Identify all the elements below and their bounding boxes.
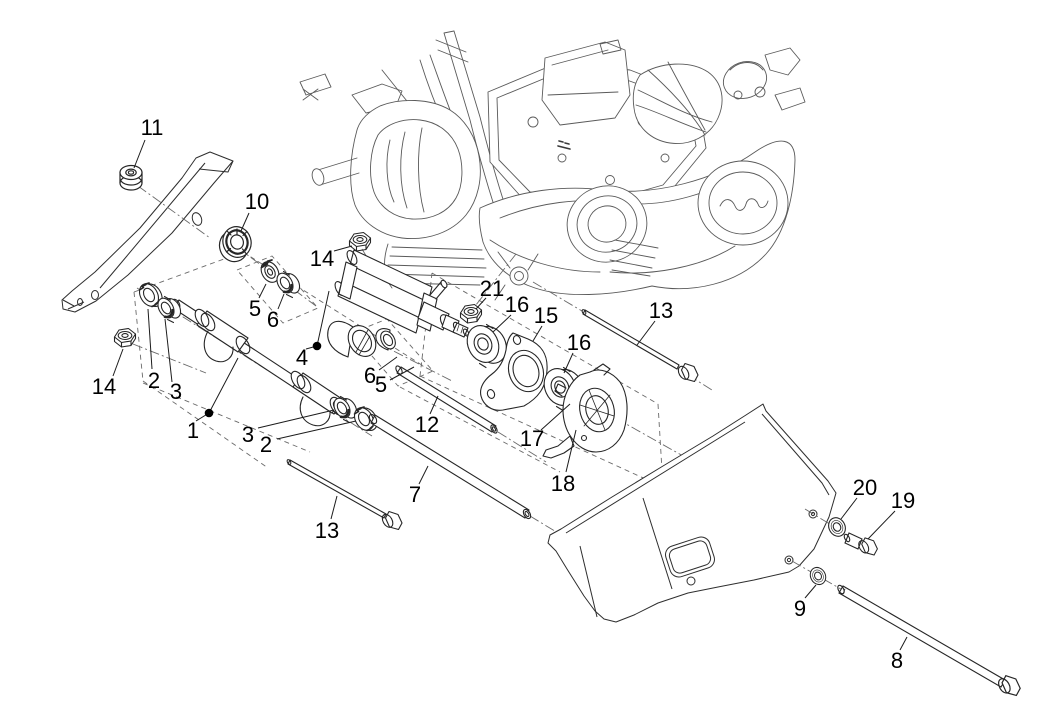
callout-leader-line	[112, 348, 124, 377]
callout-leader-line	[867, 510, 896, 540]
callout-leader-line	[195, 357, 239, 422]
callout-part-4[interactable]: 4	[296, 290, 330, 370]
callout-part-5[interactable]: 5	[375, 366, 415, 397]
callout-part-7[interactable]: 7	[409, 465, 429, 507]
callout-part-10[interactable]: 10	[240, 189, 269, 232]
callout-dot-marker	[312, 341, 322, 351]
callout-number: 2	[148, 368, 160, 393]
callout-leader-line	[389, 366, 415, 381]
callout-number: 12	[415, 412, 439, 437]
callout-number: 3	[170, 379, 182, 404]
callout-leader-line	[540, 403, 571, 431]
callout-leader-line	[804, 584, 817, 599]
callout-number: 6	[267, 307, 279, 332]
callout-part-13[interactable]: 13	[315, 495, 339, 543]
engine-illustration	[299, 30, 806, 301]
callout-leader-line	[492, 314, 512, 333]
callout-part-17[interactable]: 17	[520, 403, 571, 451]
callout-part-3[interactable]: 3	[164, 318, 182, 404]
callout-leader-line	[636, 320, 656, 346]
callout-leader-line	[147, 308, 153, 370]
callout-number: 16	[505, 292, 529, 317]
callout-part-16[interactable]: 16	[563, 330, 591, 374]
callout-leader-line	[418, 465, 429, 485]
callout-number: 7	[409, 482, 421, 507]
callout-number: 4	[296, 345, 308, 370]
callout-number: 9	[794, 596, 806, 621]
callout-leader-line	[133, 139, 146, 169]
callout-leader-line	[475, 297, 487, 310]
callout-part-6[interactable]: 6	[364, 356, 398, 388]
callout-leader-line	[840, 497, 858, 520]
callout-leader-line	[258, 283, 267, 299]
side-panel-illustration	[547, 403, 837, 623]
callout-leader-line	[277, 293, 285, 310]
callout-leader-line	[429, 395, 439, 415]
rear-fasteners	[806, 514, 1021, 697]
callout-number: 20	[853, 475, 877, 500]
callout-part-16[interactable]: 16	[492, 292, 529, 333]
callout-leader-line	[257, 409, 335, 429]
callout-leader-line	[276, 420, 357, 440]
callout-part-3[interactable]: 3	[242, 409, 335, 447]
callout-part-11[interactable]: 11	[133, 115, 164, 169]
callout-part-2[interactable]: 2	[147, 308, 160, 393]
callout-leader-line	[240, 212, 250, 232]
callout-number: 16	[567, 330, 591, 355]
callout-leader-line	[164, 318, 173, 383]
callout-part-5[interactable]: 5	[249, 283, 267, 321]
callout-part-14[interactable]: 14	[92, 348, 124, 399]
callout-part-13[interactable]: 13	[636, 298, 673, 346]
frame-bracket-illustration	[61, 151, 234, 313]
callout-number: 18	[551, 471, 575, 496]
callout-number: 1	[187, 418, 199, 443]
callout-part-2[interactable]: 2	[260, 420, 357, 457]
callout-dot-marker	[204, 408, 214, 418]
callout-part-15[interactable]: 15	[532, 303, 558, 342]
callout-part-20[interactable]: 20	[840, 475, 877, 520]
callout-number: 6	[364, 363, 376, 388]
callout-number: 21	[480, 276, 504, 301]
callout-part-8[interactable]: 8	[891, 636, 908, 673]
callout-leader-line	[330, 495, 338, 520]
callout-number: 5	[375, 372, 387, 397]
callout-number: 15	[534, 303, 558, 328]
callout-part-6[interactable]: 6	[267, 293, 285, 332]
callout-leader-line	[532, 325, 543, 342]
callout-part-19[interactable]: 19	[867, 488, 915, 540]
callout-leader-line	[563, 352, 574, 374]
callout-part-9[interactable]: 9	[794, 584, 817, 621]
callout-number: 19	[891, 488, 915, 513]
callout-part-18[interactable]: 18	[551, 429, 577, 496]
callout-part-1[interactable]: 1	[187, 357, 239, 443]
callout-number: 8	[891, 648, 903, 673]
callout-number: 13	[315, 518, 339, 543]
callout-number: 14	[310, 246, 334, 271]
exploded-parts	[113, 164, 699, 531]
callout-number: 10	[245, 189, 269, 214]
callout-number: 2	[260, 432, 272, 457]
callout-leader-line	[305, 290, 330, 350]
callout-number: 14	[92, 374, 116, 399]
callout-part-12[interactable]: 12	[415, 395, 439, 437]
callout-leader-line	[565, 429, 577, 473]
callout-part-21[interactable]: 21	[475, 276, 504, 310]
callout-leader-line	[333, 245, 353, 252]
callout-leader-line	[899, 636, 908, 651]
callout-number: 13	[649, 298, 673, 323]
callout-leader-line	[378, 356, 398, 371]
callout-number: 3	[242, 422, 254, 447]
callout-number: 17	[520, 426, 544, 451]
callout-part-14[interactable]: 14	[310, 245, 353, 271]
callout-number: 11	[141, 115, 164, 140]
callout-number: 5	[249, 296, 261, 321]
